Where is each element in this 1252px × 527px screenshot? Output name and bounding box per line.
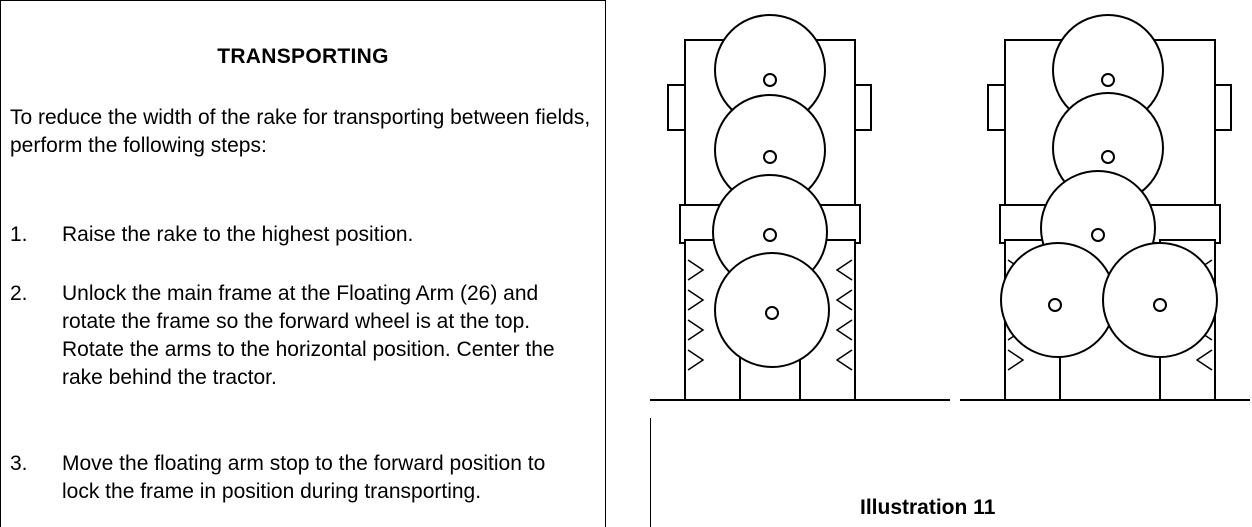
intro-text: To reduce the width of the rake for tran… <box>10 106 591 157</box>
step-text: Unlock the main frame at the Floating Ar… <box>62 282 555 389</box>
step-text: Raise the rake to the highest position. <box>62 223 414 246</box>
step-number: 2. <box>10 282 28 305</box>
step-text: Move the floating arm stop to the forwar… <box>62 452 546 503</box>
section-title: TRANSPORTING <box>217 45 389 68</box>
step-number: 1. <box>10 223 28 246</box>
instructions-box <box>0 0 606 527</box>
step-number: 3. <box>10 452 28 475</box>
divider-line <box>650 418 651 527</box>
figure-caption: Illustration 11 <box>860 496 996 519</box>
rake-transport-illustration <box>650 14 1250 401</box>
tractor-left <box>650 14 950 401</box>
tractor-right <box>960 14 1250 401</box>
